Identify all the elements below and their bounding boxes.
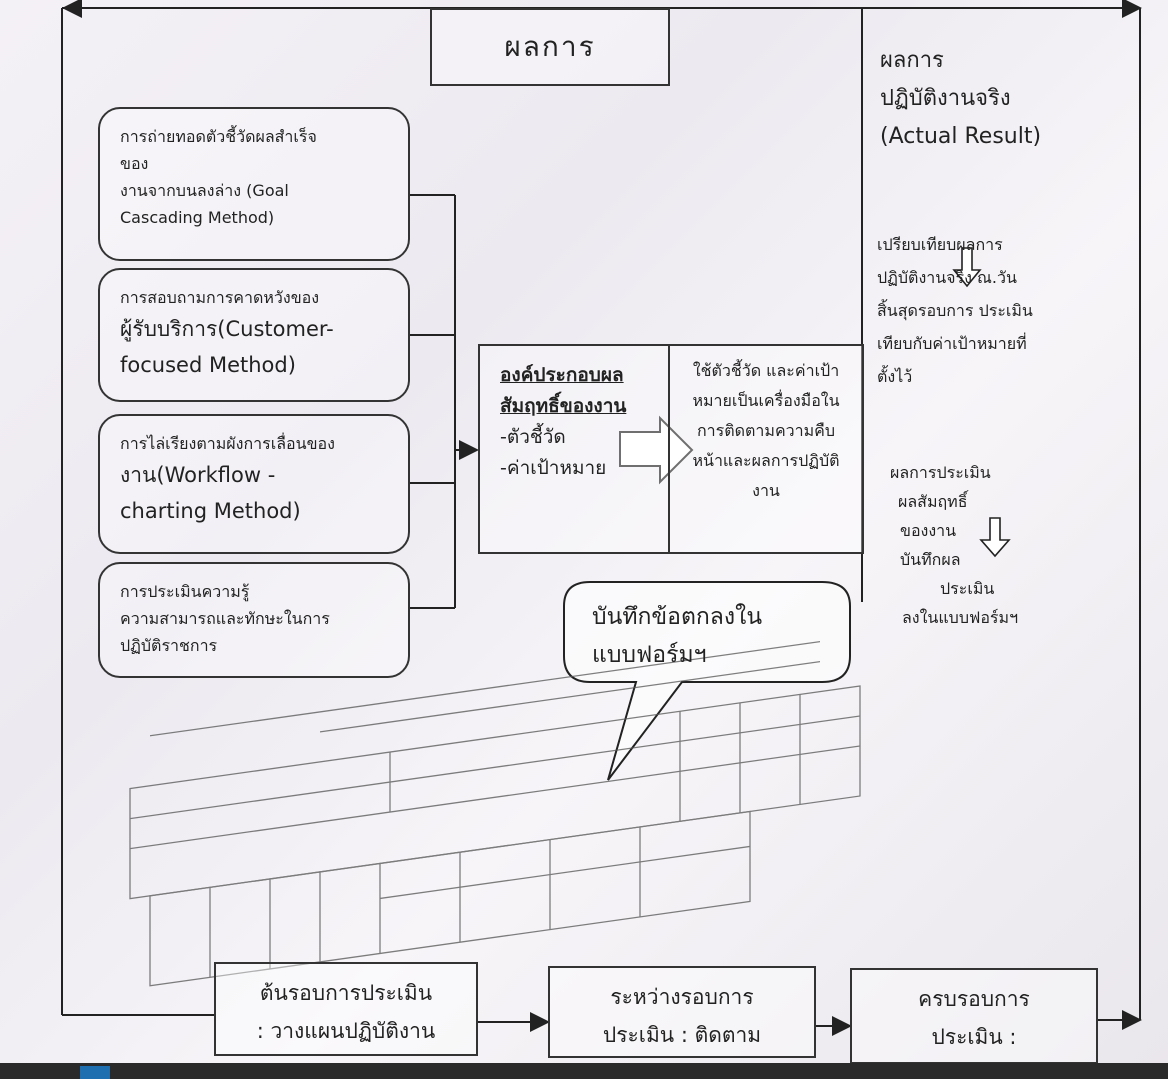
compare-text: เปรียบเทียบผลการ ปฏิบัติงานจริง ณ.วัน สิ… <box>877 228 1107 393</box>
evalres-line5: ประเมิน <box>940 579 995 598</box>
method-line: การประเมินความรู้ <box>120 582 250 601</box>
method-line: ของ <box>120 154 149 173</box>
bubble-text: บันทึกข้อตกลงใน แบบฟอร์มฯ <box>592 598 832 674</box>
evalres-line1: ผลการประเมิน <box>890 463 991 482</box>
compare-line4: เทียบกับค่าเป้าหมายที่ <box>877 334 1027 353</box>
components-heading: องค์ประกอบผลสัมฤทธิ์ของงาน <box>500 364 627 417</box>
evalres-line2: ผลสัมฤทธิ์ <box>898 492 968 511</box>
block-arrow-icon <box>619 415 694 485</box>
method-line: ผู้รับบริการ(Customer- <box>120 317 334 341</box>
method-box-competency: การประเมินความรู้ ความสามารถและทักษะในกา… <box>98 562 410 678</box>
method-line: charting Method) <box>120 499 301 523</box>
stage-start-line2: : วางแผนปฏิบัติงาน <box>256 1019 436 1043</box>
method-box-customer-focused: การสอบถามการคาดหวังของ ผู้รับบริการ(Cust… <box>98 268 410 402</box>
actual-result-line2: ปฏิบัติงานจริง <box>880 86 1011 111</box>
actual-result-line1: ผลการ <box>880 48 944 73</box>
stage-start-line1: ต้นรอบการประเมิน <box>259 981 433 1005</box>
taskbar <box>0 1063 1168 1079</box>
taskbar-app-icon[interactable] <box>80 1066 110 1079</box>
method-box-goal-cascading: การถ่ายทอดตัวชี้วัดผลสำเร็จ ของ งานจากบน… <box>98 107 410 261</box>
compare-line5: ตั้งไว้ <box>877 367 913 386</box>
method-line: งาน(Workflow - <box>120 463 276 487</box>
stage-end-line1: ครบรอบการ <box>918 987 1030 1011</box>
components-item-target: -ค่าเป้าหมาย <box>500 457 607 479</box>
components-item-indicator: -ตัวชี้วัด <box>500 426 566 448</box>
method-line: การสอบถามการคาดหวังของ <box>120 288 320 307</box>
actual-result-heading: ผลการ ปฏิบัติงานจริง (Actual Result) <box>880 42 1120 156</box>
stage-during-line1: ระหว่างรอบการ <box>610 985 754 1009</box>
method-line: focused Method) <box>120 353 296 377</box>
evalres-line4: บันทึกผล <box>900 550 961 569</box>
method-line: การไล่เรียงตามผังการเลื่อนของ <box>120 434 335 453</box>
evaluation-result-text: ผลการประเมิน ผลสัมฤทธิ์ ของงาน บันทึกผล … <box>890 458 1080 632</box>
evalres-line6: ลงในแบบฟอร์มฯ <box>902 608 1019 627</box>
form-document-image <box>129 640 861 987</box>
method-line: การถ่ายทอดตัวชี้วัดผลสำเร็จ <box>120 127 317 146</box>
stage-end-line2: ประเมิน : <box>931 1025 1017 1049</box>
stage-during-box: ระหว่างรอบการ ประเมิน : ติดตาม <box>548 966 816 1058</box>
method-line: ความสามารถและทักษะในการ <box>120 609 330 628</box>
method-box-workflow-charting: การไล่เรียงตามผังการเลื่อนของ งาน(Workfl… <box>98 414 410 554</box>
page-title: ผลการ <box>430 8 670 86</box>
compare-line1: เปรียบเทียบผลการ <box>877 235 1003 254</box>
stage-start-box: ต้นรอบการประเมิน : วางแผนปฏิบัติงาน <box>214 962 478 1056</box>
speech-bubble <box>563 581 851 781</box>
evalres-line3: ของงาน <box>900 521 957 540</box>
method-line: ปฏิบัติราชการ <box>120 636 218 655</box>
method-line: Cascading Method) <box>120 208 275 227</box>
compare-line2: ปฏิบัติงานจริง ณ.วัน <box>877 268 1017 287</box>
usage-text: ใช้ตัวชี้วัด และค่าเป้าหมายเป็นเครื่องมื… <box>692 361 840 500</box>
actual-result-line3: (Actual Result) <box>880 124 1042 149</box>
down-arrow-icon <box>952 247 982 288</box>
components-box: องค์ประกอบผลสัมฤทธิ์ของงาน -ตัวชี้วัด -ค… <box>478 344 670 554</box>
compare-line3: สิ้นสุดรอบการ ประเมิน <box>877 301 1033 320</box>
stage-end-box: ครบรอบการ ประเมิน : <box>850 968 1098 1064</box>
method-line: งานจากบนลงล่าง (Goal <box>120 181 289 200</box>
bubble-line1: บันทึกข้อตกลงใน <box>592 604 763 630</box>
bubble-line2: แบบฟอร์มฯ <box>592 642 707 668</box>
stage-during-line2: ประเมิน : ติดตาม <box>602 1023 762 1047</box>
usage-box: ใช้ตัวชี้วัด และค่าเป้าหมายเป็นเครื่องมื… <box>668 344 864 554</box>
page-title-text: ผลการ <box>504 30 596 63</box>
down-arrow-icon-2 <box>979 517 1011 558</box>
